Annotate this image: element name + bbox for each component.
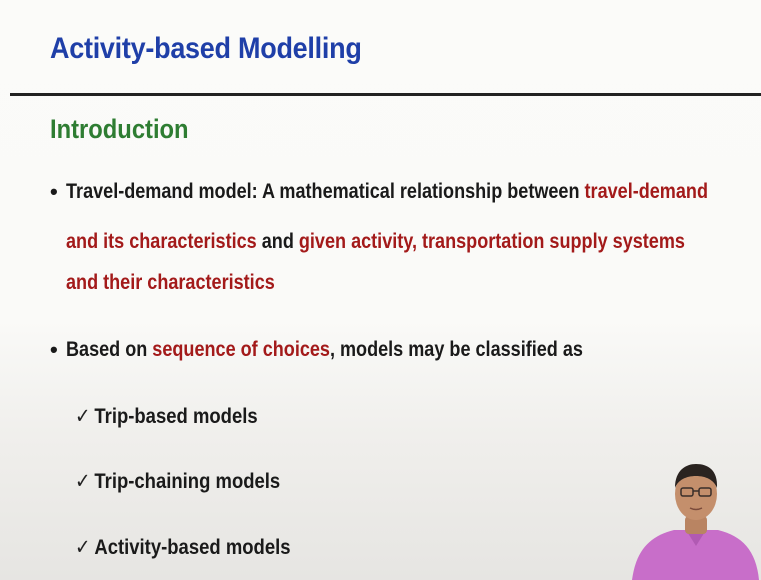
list-item-label: Trip-based models [94,405,258,428]
list-item-activity-based: ✓Activity-based models [75,535,291,560]
list-item-trip-chaining: ✓Trip-chaining models [75,469,280,494]
slide-title: Activity-based Modelling [50,32,362,65]
presenter-glasses [680,487,712,497]
highlight-text: sequence of choices [152,338,330,361]
bullet-text: Travel-demand model: A mathematical rela… [66,180,585,203]
bullet-icon: • [50,337,58,362]
highlight-text: given activity, transportation supply sy… [298,230,685,253]
checkmark-icon: ✓ [75,405,91,428]
list-item-label: Trip-chaining models [94,470,281,493]
list-item-trip-based: ✓Trip-based models [75,404,258,429]
bullet-line: Based on sequence of choices, models may… [66,338,583,362]
bullet-travel-demand: • Travel-demand model: A mathematical re… [50,179,750,300]
bullet-icon: • [50,179,58,204]
checkmark-icon: ✓ [75,536,91,559]
checkmark-icon: ✓ [75,470,91,493]
presenter-neck [685,516,707,534]
section-heading: Introduction [50,114,189,144]
bullet-line: and its characteristics and given activi… [66,230,685,254]
presenter-shirt [632,530,759,580]
bullet-sequence-of-choices: • Based on sequence of choices, models m… [50,337,670,368]
presenter-video-overlay [632,464,759,580]
presenter-hair [675,464,718,488]
highlight-text: travel-demand [584,180,708,203]
bullet-text: and [256,230,299,253]
highlight-text: and its characteristics [66,230,257,253]
bullet-text: , models may be classified as [329,338,583,361]
title-divider [10,93,761,96]
bullet-line: Travel-demand model: A mathematical rela… [66,180,708,204]
bullet-text: Based on [66,338,153,361]
list-item-label: Activity-based models [94,536,291,559]
bullet-line: and their characteristics [66,271,275,295]
presenter-head [675,468,717,520]
highlight-text: and their characteristics [66,271,275,294]
